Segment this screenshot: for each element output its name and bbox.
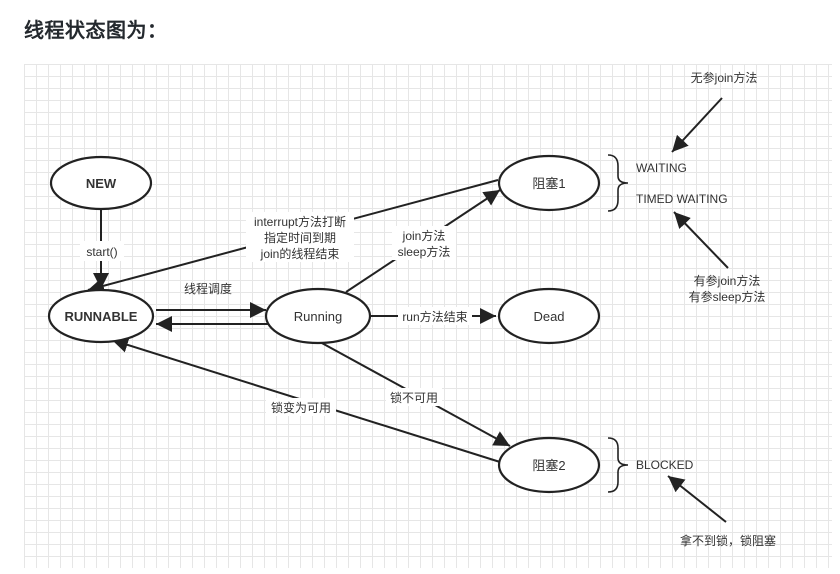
edge-label-start: start() bbox=[86, 245, 117, 259]
edge-label-schedule: 线程调度 bbox=[184, 281, 232, 296]
state-running bbox=[264, 287, 372, 345]
edge-label-lock-available: 锁变为可用 bbox=[271, 400, 331, 415]
state-running-label: Running bbox=[294, 309, 342, 324]
state-new-label: NEW bbox=[86, 176, 117, 191]
annotation-waiting: WAITING bbox=[636, 161, 687, 175]
edge-label-interrupt-1: interrupt方法打断 bbox=[254, 214, 346, 229]
annotation-cant-get-lock: 拿不到锁，锁阻塞 bbox=[680, 533, 776, 548]
page-title: 线程状态图为： bbox=[24, 18, 168, 42]
edge-label-run-end: run方法结束 bbox=[402, 309, 467, 324]
state-new bbox=[49, 155, 153, 211]
state-blocked2-label: 阻塞2 bbox=[532, 458, 565, 473]
state-runnable bbox=[47, 288, 155, 344]
state-dead bbox=[497, 287, 601, 345]
edge-label-lock-unavailable: 锁不可用 bbox=[390, 390, 438, 405]
annotation-param-join: 有参join方法 bbox=[694, 273, 761, 288]
brace-waiting bbox=[607, 154, 629, 212]
edge-label-interrupt-3: join的线程结束 bbox=[260, 246, 340, 261]
state-blocked1-label: 阻塞1 bbox=[532, 176, 565, 191]
edge-label-interrupt-2: 指定时间到期 bbox=[264, 230, 336, 245]
state-blocked2 bbox=[497, 436, 601, 494]
annotation-param-sleep: 有参sleep方法 bbox=[689, 289, 766, 304]
state-runnable-label: RUNNABLE bbox=[65, 309, 138, 324]
annotation-no-param-join: 无参join方法 bbox=[691, 70, 758, 85]
annotation-timed-waiting: TIMED WAITING bbox=[636, 192, 728, 206]
annotation-blocked: BLOCKED bbox=[636, 458, 694, 472]
edge-label-join: join方法 bbox=[402, 228, 446, 243]
edge-label-sleep: sleep方法 bbox=[398, 244, 451, 259]
annotation-arrow-blocked bbox=[667, 475, 727, 523]
state-dead-label: Dead bbox=[533, 309, 564, 324]
annotation-arrow-timed-waiting bbox=[673, 211, 729, 269]
state-blocked1 bbox=[497, 154, 601, 212]
brace-blocked bbox=[607, 437, 629, 493]
annotation-arrow-waiting bbox=[671, 97, 723, 153]
